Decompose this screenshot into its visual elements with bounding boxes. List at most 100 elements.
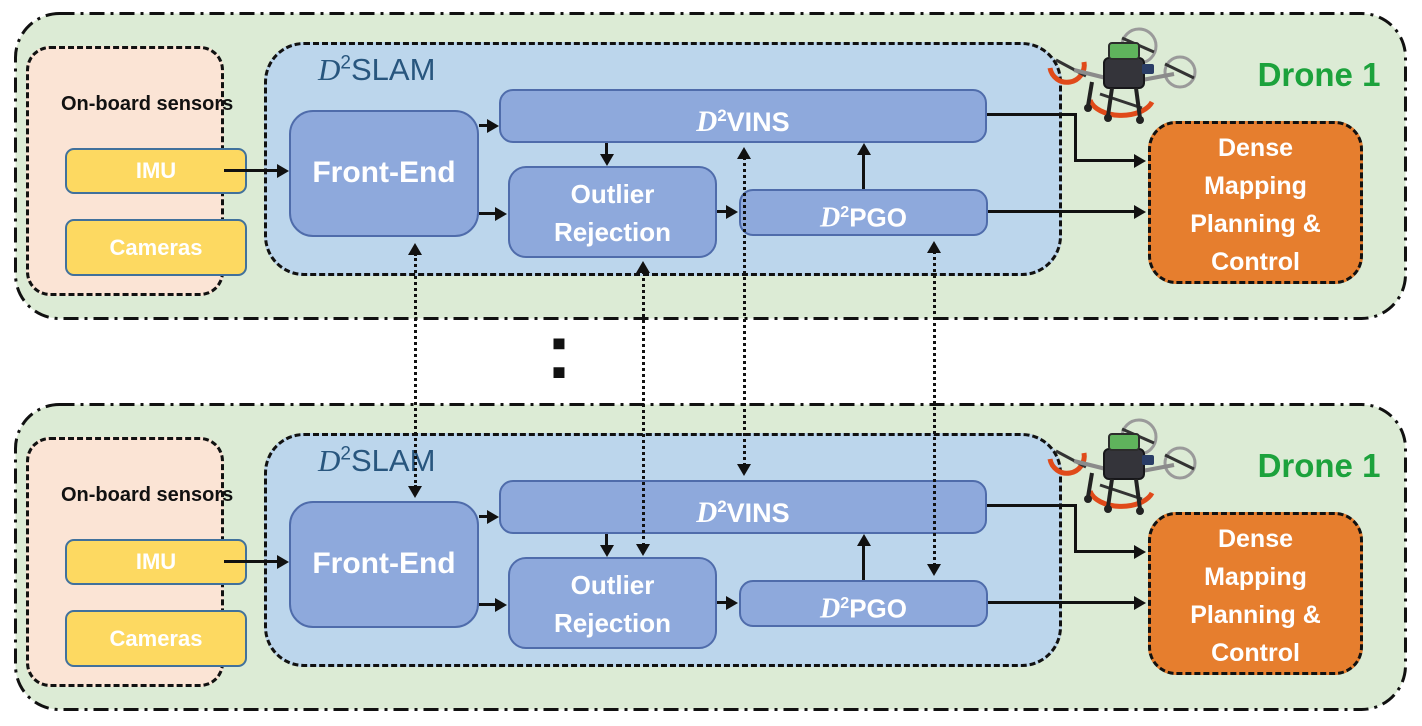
d2pgo-d: D: [819, 202, 841, 234]
d2slam-title-name: SLAM: [350, 52, 436, 87]
arrowhead-icon: [856, 534, 871, 546]
arrowhead-icon: [277, 554, 289, 569]
arrowhead-up-icon: [927, 241, 941, 253]
arrow-line: [987, 504, 1077, 507]
arrow-line: [224, 560, 277, 563]
quadcopter-photo-icon: [1047, 27, 1197, 124]
arrow-line: [988, 601, 1135, 604]
front-end-box: Front-End: [289, 110, 479, 237]
arrow-line: [605, 534, 608, 546]
d2slam-title: D2SLAM: [318, 52, 435, 88]
dense-line3: Planning &: [1190, 601, 1321, 629]
cameras-box: Cameras: [65, 219, 247, 276]
imu-box: IMU: [65, 539, 247, 585]
outlier-rejection-box: Outlier Rejection: [508, 557, 717, 649]
arrowhead-icon: [1134, 153, 1146, 168]
d2slam-title-name: SLAM: [350, 443, 436, 478]
dense-line1: Dense: [1217, 525, 1294, 553]
arrowhead-up-icon: [636, 261, 650, 273]
dotted-line: [641, 271, 645, 546]
drone-unit-2: On-board sensors IMU Cameras D2SLAM Fron…: [0, 403, 1422, 711]
d2vins-exp: 2: [717, 497, 727, 516]
dotted-line: [932, 251, 936, 566]
dense-line3: Planning &: [1190, 210, 1321, 238]
d2vins-name: VINS: [726, 498, 790, 528]
outlier-rejection-box: Outlier Rejection: [508, 166, 717, 258]
drone-label: Drone 1: [1257, 447, 1381, 484]
arrowhead-down-icon: [927, 564, 941, 576]
dense-mapping-box: Dense Mapping Planning & Control: [1148, 121, 1363, 284]
arrow-line: [1074, 550, 1135, 553]
dense-line2: Mapping: [1204, 563, 1307, 591]
onboard-sensors-box: On-board sensors IMU Cameras: [26, 437, 247, 687]
arrow-line: [988, 210, 1135, 213]
d2slam-title-d: D: [318, 443, 341, 478]
arrowhead-icon: [487, 509, 499, 524]
drone-label: Drone 1: [1257, 56, 1381, 93]
drone-unit-1: On-board sensors IMU Cameras D2SLAM Fron…: [0, 12, 1422, 320]
cameras-box: Cameras: [65, 610, 247, 667]
arrowhead-icon: [726, 595, 738, 610]
onboard-sensors-title: On-board sensors: [61, 484, 234, 506]
d2slam-title-d: D: [318, 52, 341, 87]
dotted-line: [413, 253, 417, 488]
dense-line4: Control: [1211, 248, 1300, 276]
arrowhead-icon: [856, 143, 871, 155]
arrow-line: [479, 515, 488, 518]
arrowhead-icon: [1134, 544, 1146, 559]
d2slam-title-exp: 2: [340, 443, 351, 465]
arrowhead-icon: [495, 206, 507, 221]
d2slam-title: D2SLAM: [318, 443, 435, 479]
vertical-ellipsis: :: [546, 307, 572, 395]
d2vins-d: D: [696, 106, 718, 138]
arrow-line: [1074, 113, 1077, 161]
dense-line1: Dense: [1217, 134, 1294, 162]
arrow-line: [987, 113, 1077, 116]
arrowhead-icon: [599, 154, 614, 166]
dense-line2: Mapping: [1204, 172, 1307, 200]
front-end-box: Front-End: [289, 501, 479, 628]
outlier-line2: Rejection: [553, 608, 672, 638]
outlier-line1: Outlier: [570, 179, 655, 209]
arrow-line: [862, 154, 865, 189]
d2vins-exp: 2: [717, 106, 727, 125]
d2pgo-exp: 2: [840, 594, 850, 612]
d2vins-box: D2VINS: [499, 480, 987, 534]
arrowhead-icon: [495, 597, 507, 612]
arrow-line: [1074, 504, 1077, 552]
d2vins-name: VINS: [726, 107, 790, 137]
d2pgo-box: D2PGO: [739, 189, 988, 236]
arrow-line: [479, 124, 488, 127]
d2pgo-exp: 2: [840, 203, 850, 221]
d2vins-d: D: [696, 497, 718, 529]
arrow-line: [605, 143, 608, 155]
arrowhead-icon: [1134, 204, 1146, 219]
arrowhead-icon: [599, 545, 614, 557]
arrow-line: [717, 601, 727, 604]
dense-mapping-box: Dense Mapping Planning & Control: [1148, 512, 1363, 675]
arrow-line: [717, 210, 727, 213]
d2pgo-d: D: [819, 593, 841, 625]
arrow-line: [224, 169, 277, 172]
dense-line4: Control: [1211, 639, 1300, 667]
arrowhead-icon: [277, 163, 289, 178]
onboard-sensors-title: On-board sensors: [61, 93, 234, 115]
d2vins-box: D2VINS: [499, 89, 987, 143]
d2pgo-box: D2PGO: [739, 580, 988, 627]
dotted-line: [742, 157, 746, 466]
arrowhead-up-icon: [408, 243, 422, 255]
arrowhead-icon: [487, 118, 499, 133]
arrow-line: [479, 212, 496, 215]
onboard-sensors-box: On-board sensors IMU Cameras: [26, 46, 247, 296]
arrowhead-up-icon: [737, 147, 751, 159]
d2pgo-name: PGO: [849, 202, 908, 233]
outlier-line2: Rejection: [553, 217, 672, 247]
arrowhead-icon: [1134, 595, 1146, 610]
arrowhead-icon: [726, 204, 738, 219]
arrow-line: [862, 545, 865, 580]
imu-box: IMU: [65, 148, 247, 194]
arrowhead-down-icon: [408, 486, 422, 498]
outlier-line1: Outlier: [570, 570, 655, 600]
d2slam-title-exp: 2: [340, 52, 351, 74]
